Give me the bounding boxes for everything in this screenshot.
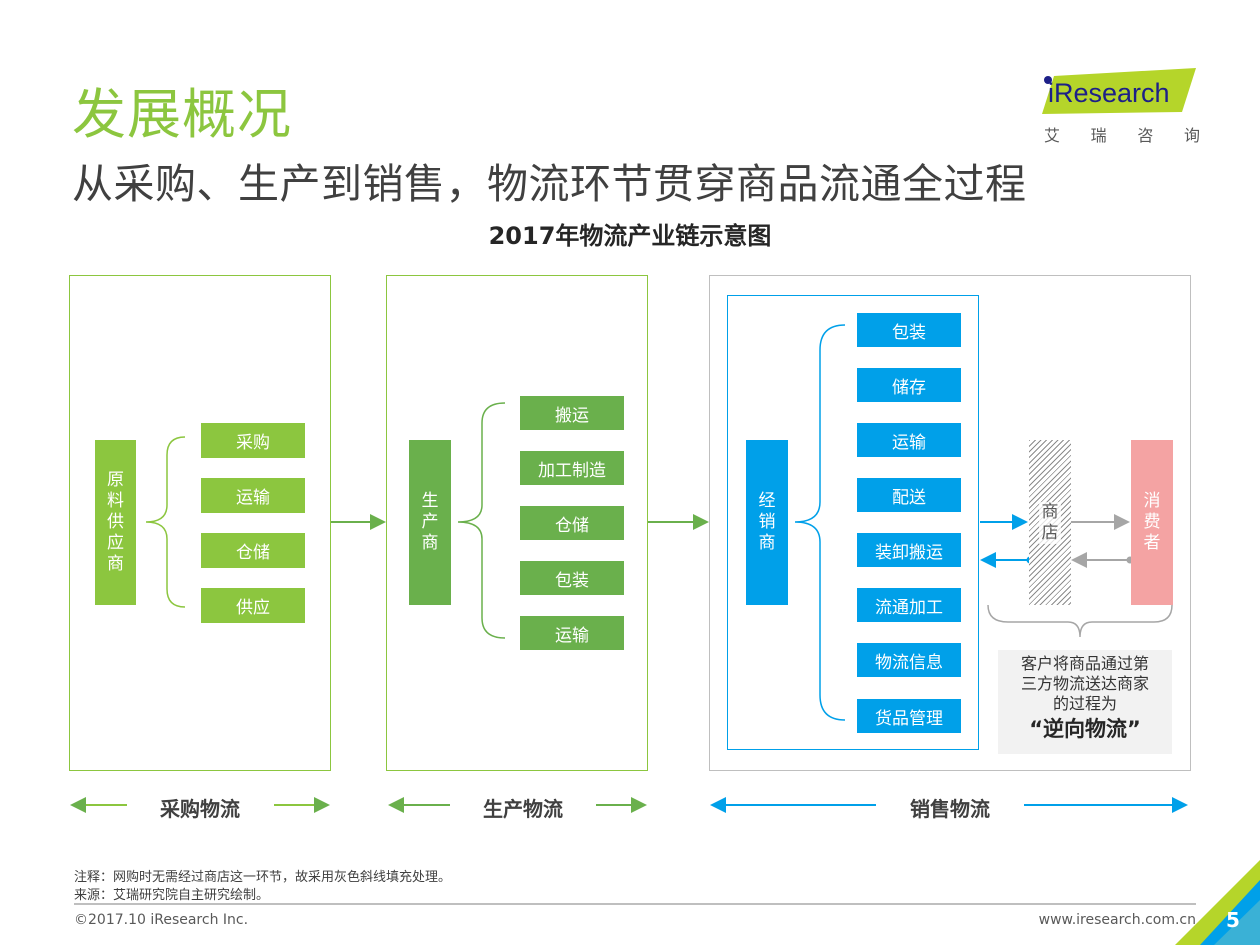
sales-bracket xyxy=(794,324,846,721)
procurement-item: 采购 xyxy=(201,423,305,458)
page-title: 发展概况 xyxy=(72,83,292,146)
logo-cn: 艾 瑞 咨 询 xyxy=(1044,126,1200,145)
reverse-logistics-emphasis: “逆向物流” xyxy=(1029,717,1141,741)
production-bracket xyxy=(457,402,506,639)
sales-item: 包装 xyxy=(857,313,961,347)
producer-box: 生 产 商 xyxy=(409,440,451,605)
logo-wordmark: iResearch xyxy=(1048,78,1170,108)
production-panel xyxy=(386,275,648,771)
reverse-bracket xyxy=(987,604,1173,638)
sales-item: 装卸搬运 xyxy=(857,533,961,567)
sales-item: 储存 xyxy=(857,368,961,402)
procurement-panel xyxy=(69,275,331,771)
production-item: 加工制造 xyxy=(520,451,624,485)
procurement-item: 运输 xyxy=(201,478,305,513)
website-link[interactable]: www.iresearch.com.cn xyxy=(1038,912,1196,928)
sales-item: 物流信息 xyxy=(857,643,961,677)
page-number: 5 xyxy=(1226,908,1240,932)
sales-item: 运输 xyxy=(857,423,961,457)
procurement-item: 仓储 xyxy=(201,533,305,568)
raw-supplier-box: 原 料 供 应 商 xyxy=(95,440,136,605)
sales-item: 货品管理 xyxy=(857,699,961,733)
stage-label-production: 生产物流 xyxy=(483,797,563,821)
procurement-item: 供应 xyxy=(201,588,305,623)
procurement-bracket xyxy=(145,436,186,608)
footnote-note: 注释：网购时无需经过商店这一环节，故采用灰色斜线填充处理。 xyxy=(74,870,452,885)
sales-item: 流通加工 xyxy=(857,588,961,622)
sales-item: 配送 xyxy=(857,478,961,512)
sales-panel xyxy=(709,275,1191,771)
production-item: 仓储 xyxy=(520,506,624,540)
consumer-box: 消 费 者 xyxy=(1131,440,1173,605)
store-box: 商 店 xyxy=(1029,440,1071,605)
production-item: 运输 xyxy=(520,616,624,650)
distributor-panel xyxy=(727,295,979,750)
diagram-title: 2017年物流产业链示意图 xyxy=(488,222,772,250)
footnote-source: 来源：艾瑞研究院自主研究绘制。 xyxy=(74,888,270,903)
stage-label-procurement: 采购物流 xyxy=(160,797,240,821)
iresearch-logo xyxy=(1042,68,1196,114)
store-label: 商 店 xyxy=(1039,501,1061,544)
production-item: 包装 xyxy=(520,561,624,595)
copyright: ©2017.10 iResearch Inc. xyxy=(74,912,249,928)
reverse-logistics-note: 客户将商品通过第 三方物流送达商家 的过程为 “逆向物流” xyxy=(998,650,1172,754)
page-subtitle: 从采购、生产到销售，物流环节贯穿商品流通全过程 xyxy=(72,160,1027,208)
distributor-box: 经 销 商 xyxy=(746,440,788,605)
production-item: 搬运 xyxy=(520,396,624,430)
stage-label-sales: 销售物流 xyxy=(910,797,990,821)
